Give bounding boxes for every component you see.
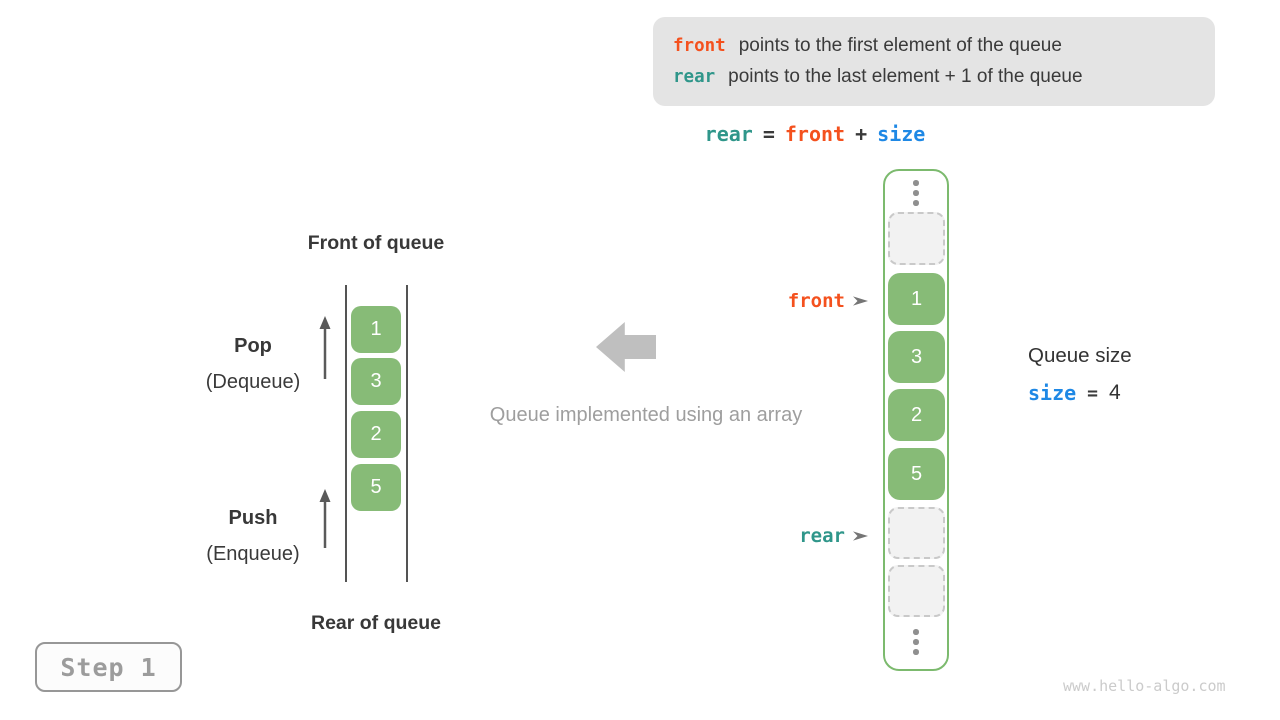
legend-front-text: points to the first element of the queue: [738, 35, 1062, 56]
formula-size: size: [877, 122, 926, 146]
queue-cell: 1: [351, 306, 401, 353]
ellipsis-top-icon: [908, 180, 924, 206]
array-cell-empty: [888, 565, 945, 617]
front-keyword: front: [673, 36, 726, 56]
left-block-arrow-icon: [596, 322, 656, 372]
front-pointer: front: [700, 289, 868, 313]
array-cell: 5: [888, 448, 945, 500]
size-value: 4: [1109, 381, 1121, 404]
array-cell-empty: [888, 507, 945, 559]
front-pointer-label: front: [787, 290, 845, 312]
formula-rear: rear: [704, 122, 753, 146]
formula-equals: =: [762, 122, 775, 146]
rear-keyword: rear: [673, 67, 716, 87]
queue-channel-right-line: [406, 285, 408, 582]
pop-arrow-icon: [319, 316, 331, 379]
legend-line-rear: rear points to the last element + 1 of t…: [673, 66, 1205, 88]
array-cell: 2: [888, 389, 945, 441]
rear-pointer: rear: [700, 524, 868, 548]
watermark: www.hello-algo.com: [1063, 677, 1226, 695]
pop-label: Pop: [234, 335, 272, 357]
enqueue-label: (Enqueue): [206, 543, 300, 565]
dequeue-label: (Dequeue): [205, 371, 301, 393]
size-variable: size: [1028, 381, 1077, 405]
legend-line-front: front points to the first element of the…: [673, 35, 1205, 57]
formula-plus: +: [855, 122, 868, 146]
queue-cell: 5: [351, 464, 401, 511]
front-pointer-arrow-icon: [853, 296, 868, 306]
queue-cell: 2: [351, 411, 401, 458]
front-of-queue-label: Front of queue: [307, 232, 445, 254]
array-cell-empty: [888, 212, 945, 265]
size-equals: =: [1087, 382, 1099, 404]
formula: rear = front + size: [655, 122, 975, 146]
array-caption: Queue implemented using an array: [489, 404, 803, 426]
queue-size-value: size = 4: [1028, 381, 1121, 405]
formula-front: front: [784, 122, 846, 146]
rear-pointer-label: rear: [799, 525, 845, 547]
rear-pointer-arrow-icon: [853, 531, 868, 541]
legend-rear-text: points to the last element + 1 of the qu…: [728, 66, 1083, 87]
array-cell: 3: [888, 331, 945, 383]
queue-size-label: Queue size: [1028, 344, 1132, 367]
array-cell: 1: [888, 273, 945, 325]
push-arrow-icon: [319, 489, 331, 548]
queue-cell: 3: [351, 358, 401, 405]
step-badge: Step 1: [35, 642, 182, 692]
queue-channel-left-line: [345, 285, 347, 582]
ellipsis-bottom-icon: [908, 629, 924, 655]
legend-box: front points to the first element of the…: [653, 17, 1215, 106]
rear-of-queue-label: Rear of queue: [310, 612, 442, 634]
push-label: Push: [228, 507, 278, 529]
